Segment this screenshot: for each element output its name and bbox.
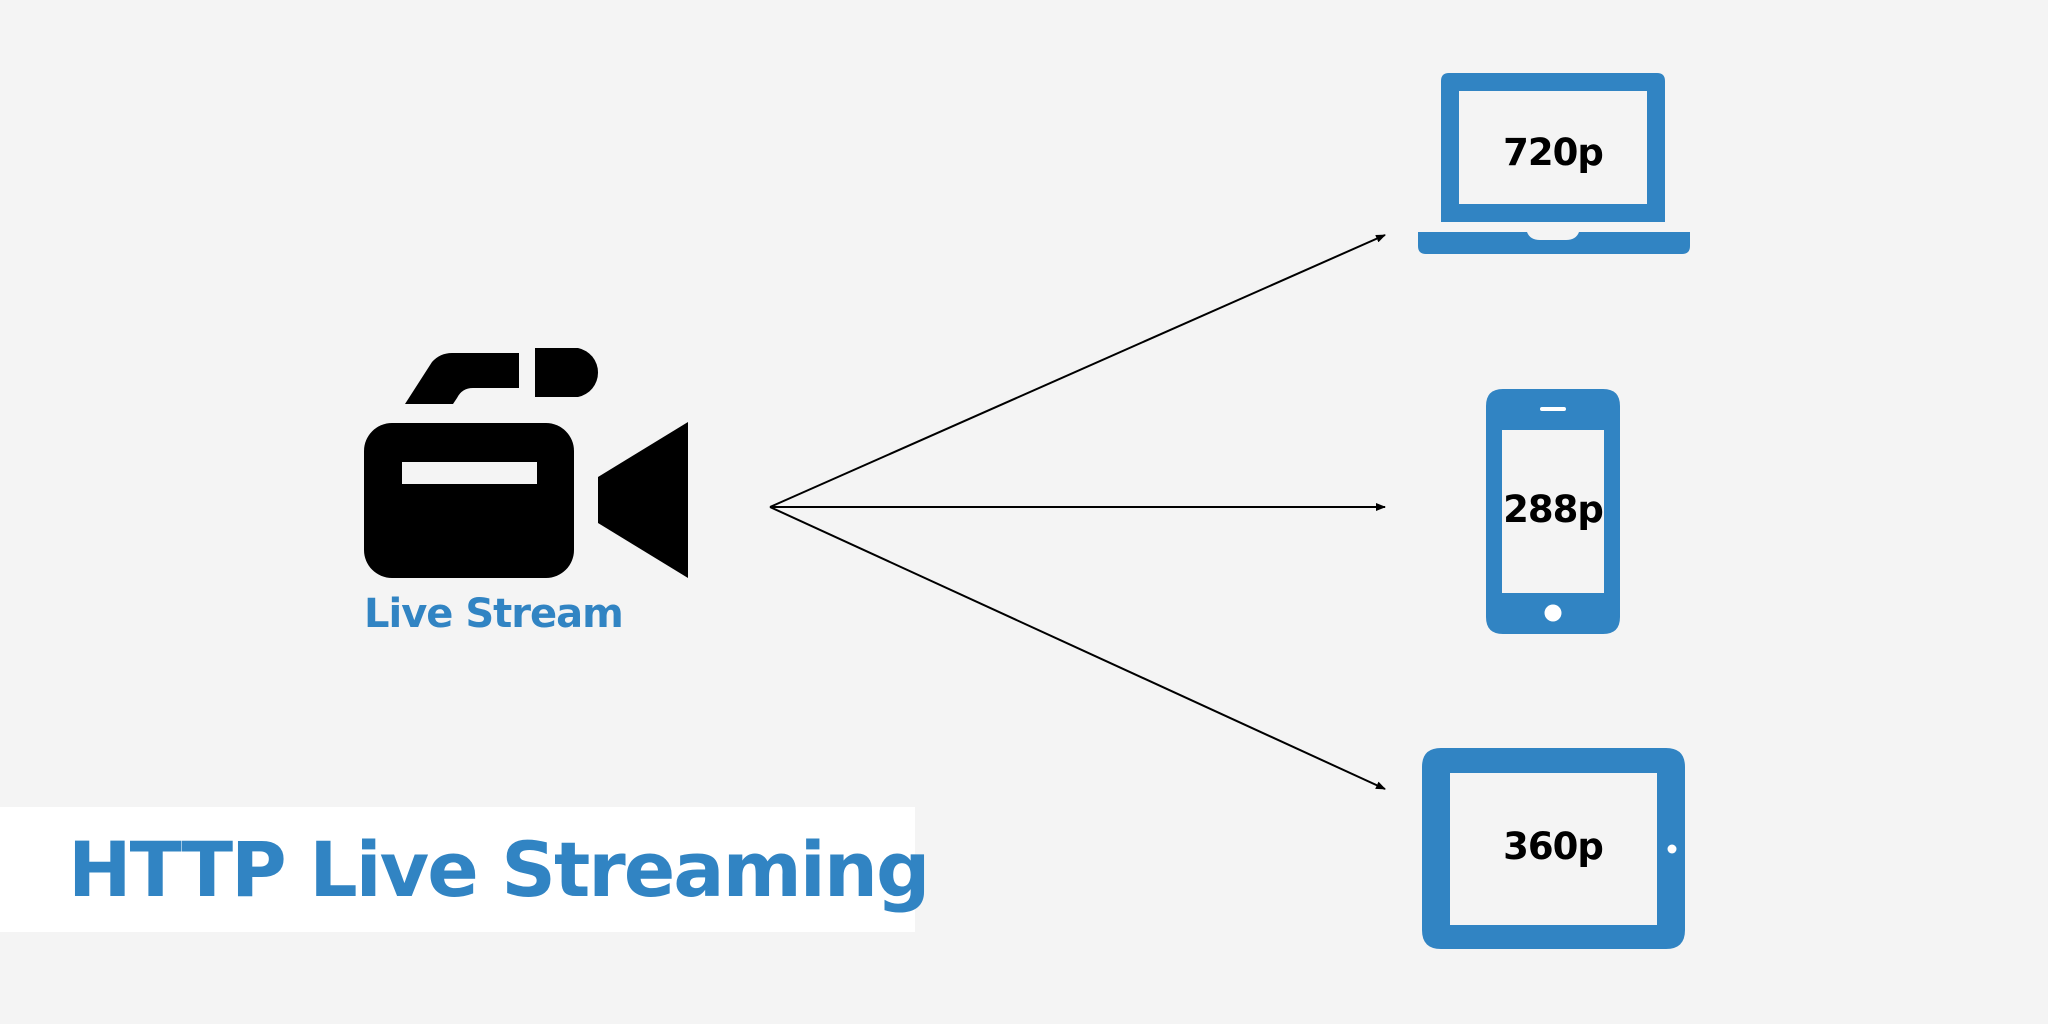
arrows: [769, 234, 1386, 790]
resolution-label-phone: 288p: [1503, 488, 1604, 531]
tablet-icon: [1422, 748, 1685, 949]
video-camera-icon: [364, 348, 688, 578]
laptop-icon: [1418, 73, 1690, 254]
title-banner: [0, 807, 915, 932]
live-stream-label: Live Stream: [364, 591, 624, 637]
arrow-to-tablet: [769, 506, 1386, 790]
resolution-label-laptop: 720p: [1503, 131, 1604, 174]
resolution-label-tablet: 360p: [1503, 825, 1604, 868]
page-title: HTTP Live Streaming: [68, 825, 930, 914]
smartphone-icon: [1486, 389, 1620, 634]
arrow-to-laptop: [769, 234, 1386, 508]
